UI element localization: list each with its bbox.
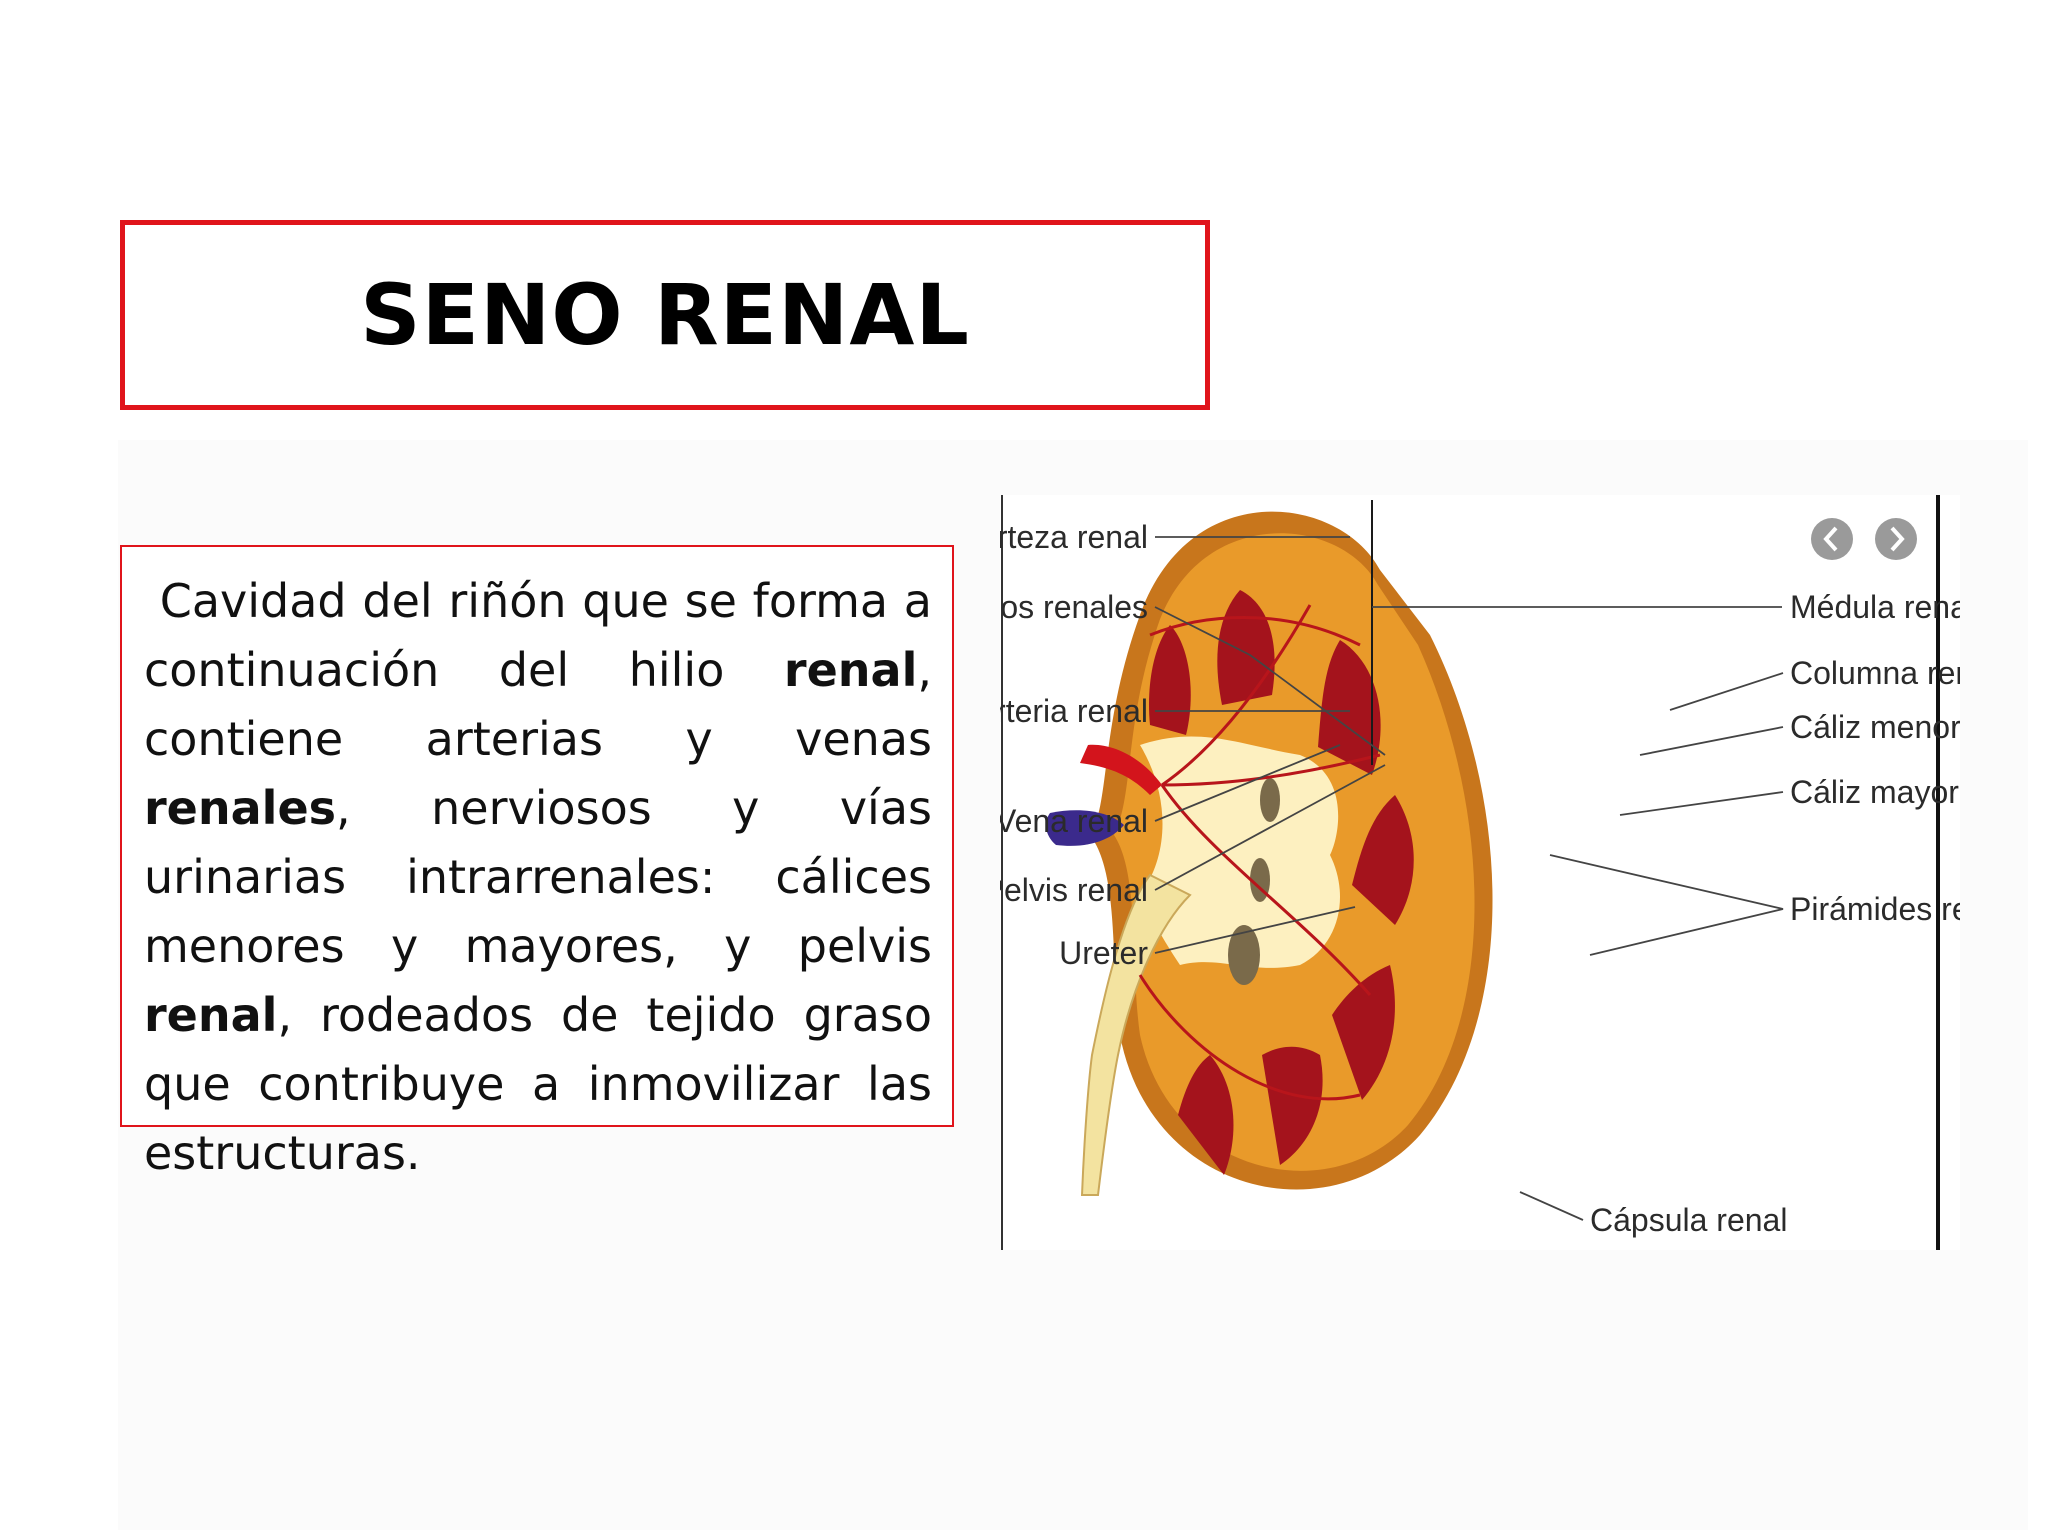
calyces	[1228, 778, 1280, 985]
label-caliz-mayor: Cáliz mayor	[1790, 774, 1959, 810]
renal-sinus	[1140, 736, 1340, 968]
label-medula-renal: Médula renal	[1790, 589, 1960, 625]
description-box: Cavidad del riñón que se forma a continu…	[120, 545, 954, 1180]
label-capsula-renal: Cápsula renal	[1590, 1202, 1787, 1238]
label-arteria-renal: Arteria renal	[1000, 693, 1148, 729]
description-segment: , rodeados de tejido graso que contribuy…	[144, 988, 932, 1180]
chevron-right-icon[interactable]	[1875, 518, 1917, 560]
renal-pyramids	[1148, 590, 1414, 1175]
chevron-left-icon[interactable]	[1811, 518, 1853, 560]
description-bold: renal	[144, 988, 278, 1042]
renal-artery	[1080, 744, 1162, 795]
renal-vessels	[1138, 604, 1381, 1101]
label-vena-renal: Vena renal	[1000, 803, 1148, 839]
description-bold: renal	[783, 643, 918, 697]
label-caliz-menor: Cáliz menor	[1790, 709, 1960, 745]
label-corteza-renal: Corteza renal	[1000, 519, 1148, 555]
kidney-figure: Corteza renal Senos renales Arteria rena…	[1000, 495, 1960, 1250]
title-box: SENO RENAL	[120, 220, 1210, 410]
leader-lines	[1154, 536, 1784, 1221]
kidney-diagram: Corteza renal Senos renales Arteria rena…	[1000, 495, 1960, 1250]
description-segment: , contiene arterias y venas	[144, 643, 932, 766]
label-ureter: Ureter	[1059, 935, 1148, 971]
description-text: Cavidad del riñón que se forma a continu…	[144, 567, 932, 1188]
label-senos-renales: Senos renales	[1000, 589, 1148, 625]
label-piramides-renal: Pirámides renal	[1790, 891, 1960, 927]
label-columna-renal: Columna renal	[1790, 655, 1960, 691]
description-segment: Cavidad del riñón que se forma a continu…	[144, 574, 932, 697]
slide-title: SENO RENAL	[360, 266, 970, 364]
description-bold: renales	[144, 781, 337, 835]
description-segment: , nerviosos y vías urinarias intrarrenal…	[144, 781, 932, 973]
kidney-illustration	[1046, 500, 1493, 1196]
renal-vein	[1046, 810, 1124, 846]
label-pelvis-renal: Pelvis renal	[1000, 872, 1148, 908]
